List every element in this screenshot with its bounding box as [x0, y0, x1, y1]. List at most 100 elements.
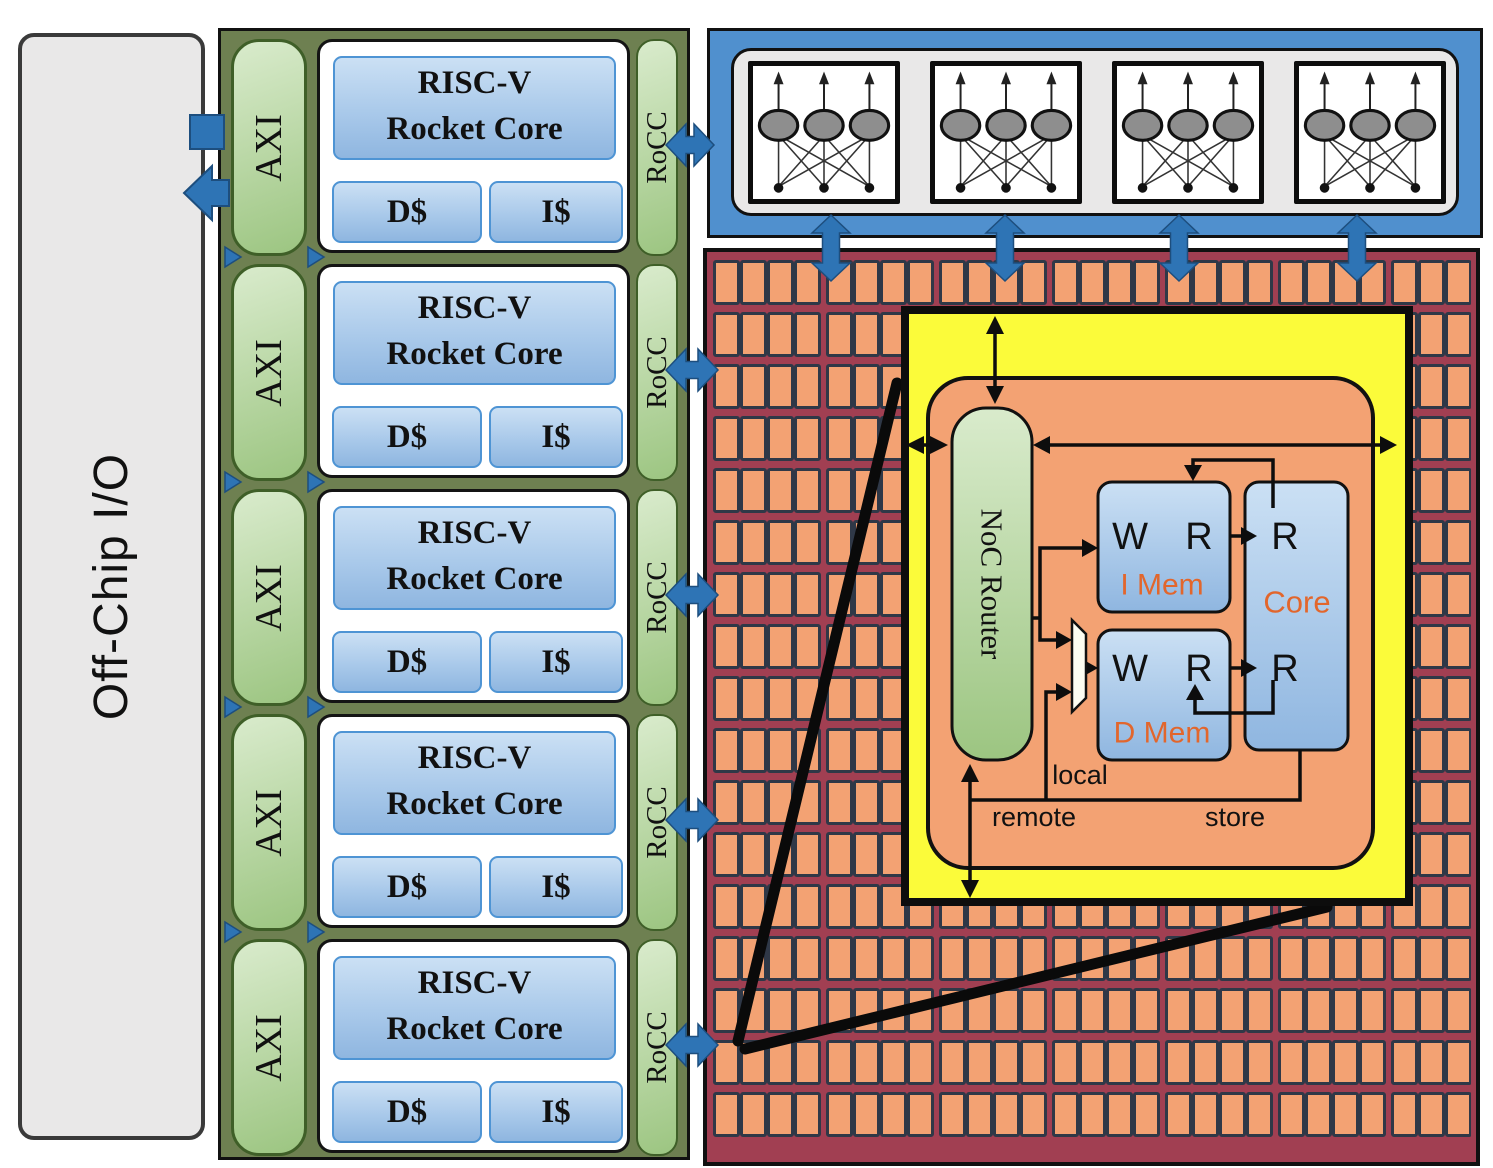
manycore-cell: [1418, 468, 1445, 513]
rocc-interface-pill: RoCC: [636, 714, 678, 931]
manycore-cell: [853, 936, 880, 981]
manycore-cell: [1165, 520, 1192, 565]
manycore-cell: [1445, 988, 1471, 1033]
manycore-cell: [1020, 884, 1047, 929]
manycore-cell: [939, 676, 966, 721]
manycore-cell: [1133, 728, 1160, 773]
manycore-cell: [826, 624, 853, 669]
manycore-cell: [939, 1040, 966, 1085]
manycore-cell: [1305, 728, 1332, 773]
manycore-cell: [1192, 1040, 1219, 1085]
manycore-cell: [1418, 624, 1445, 669]
manycore-cell: [1391, 936, 1418, 981]
manycore-cell: [907, 1092, 934, 1137]
manycore-cell: [767, 676, 794, 721]
manycore-cell: [1079, 520, 1106, 565]
manycore-cell: [1445, 728, 1471, 773]
neural-network-icon: [757, 71, 891, 193]
manycore-cell: [1052, 624, 1079, 669]
manycore-cell: [966, 468, 993, 513]
manycore-cell: [713, 728, 740, 773]
manycore-cell: [966, 936, 993, 981]
manycore-cell: [1445, 572, 1471, 617]
manycore-cell: [1079, 1092, 1106, 1137]
manycore-cell: [853, 312, 880, 357]
manycore-cell: [880, 624, 907, 669]
manycore-cell: [993, 520, 1020, 565]
manycore-cell: [853, 624, 880, 669]
manycore-cell: [966, 520, 993, 565]
manycore-cell: [767, 936, 794, 981]
rocket-core-box: RISC-V Rocket Core: [333, 56, 616, 160]
manycore-cell: [1106, 884, 1133, 929]
rocket-core-label-line2: Rocket Core: [386, 335, 563, 372]
manycore-cell: [1133, 1092, 1160, 1137]
manycore-cell: [794, 260, 821, 305]
manycore-cell: [1305, 572, 1332, 617]
manycore-cell: [1391, 416, 1418, 461]
manycore-cell: [853, 884, 880, 929]
manycore-cell: [1332, 1092, 1359, 1137]
axi-bus-pill: AXI: [231, 39, 307, 256]
dcache-box: D$: [332, 181, 482, 243]
manycore-cell: [880, 572, 907, 617]
manycore-cell: [1359, 1092, 1386, 1137]
manycore-cell: [1359, 728, 1386, 773]
manycore-cell: [1219, 312, 1246, 357]
manycore-cell: [853, 468, 880, 513]
manycore-cell: [1305, 416, 1332, 461]
manycore-cell: [1445, 780, 1471, 825]
icache-box: I$: [489, 856, 623, 918]
manycore-panel: [703, 248, 1480, 1166]
manycore-cell: [1305, 936, 1332, 981]
accelerator-panel: [707, 28, 1483, 238]
dcache-box: D$: [332, 406, 482, 468]
manycore-cell: [740, 572, 767, 617]
manycore-cell: [1418, 676, 1445, 721]
manycore-cell: [853, 832, 880, 877]
manycore-cell: [993, 832, 1020, 877]
manycore-cell: [1020, 780, 1047, 825]
manycore-cell: [1052, 364, 1079, 409]
manycore-cell: [880, 676, 907, 721]
manycore-cell: [1079, 468, 1106, 513]
manycore-cell: [966, 832, 993, 877]
manycore-cell: [826, 884, 853, 929]
manycore-grid-row: [713, 1040, 1471, 1085]
manycore-cell: [1246, 884, 1273, 929]
manycore-cell: [1020, 468, 1047, 513]
axi-bus-pill: AXI: [231, 939, 307, 1156]
manycore-cell: [1165, 260, 1192, 305]
manycore-cell: [740, 416, 767, 461]
manycore-cell: [1445, 312, 1471, 357]
manycore-cell: [1133, 676, 1160, 721]
rocket-tile: AXI RISC-V Rocket Core D$ I$ RoCC: [221, 264, 687, 481]
manycore-cell: [1445, 1092, 1471, 1137]
manycore-cell: [1445, 676, 1471, 721]
manycore-cell: [1418, 780, 1445, 825]
manycore-cell: [826, 260, 853, 305]
manycore-cell: [826, 1040, 853, 1085]
manycore-cell: [1219, 624, 1246, 669]
manycore-cell: [740, 832, 767, 877]
manycore-cell: [939, 884, 966, 929]
manycore-cell: [966, 572, 993, 617]
manycore-cell: [1246, 520, 1273, 565]
manycore-grid-row: [713, 416, 1471, 461]
manycore-cell: [1418, 364, 1445, 409]
manycore-cell: [1305, 1040, 1332, 1085]
manycore-cell: [1445, 624, 1471, 669]
manycore-cell: [939, 988, 966, 1033]
manycore-cell: [939, 936, 966, 981]
manycore-cell: [1052, 780, 1079, 825]
manycore-cell: [1359, 520, 1386, 565]
rocket-core-label-line1: RISC-V: [417, 965, 532, 1001]
manycore-cell: [1192, 676, 1219, 721]
manycore-cell: [1106, 780, 1133, 825]
manycore-cell: [767, 988, 794, 1033]
manycore-grid-row: [713, 780, 1471, 825]
manycore-cell: [794, 468, 821, 513]
manycore-cell: [1165, 780, 1192, 825]
manycore-cell: [939, 260, 966, 305]
manycore-cell: [1079, 416, 1106, 461]
